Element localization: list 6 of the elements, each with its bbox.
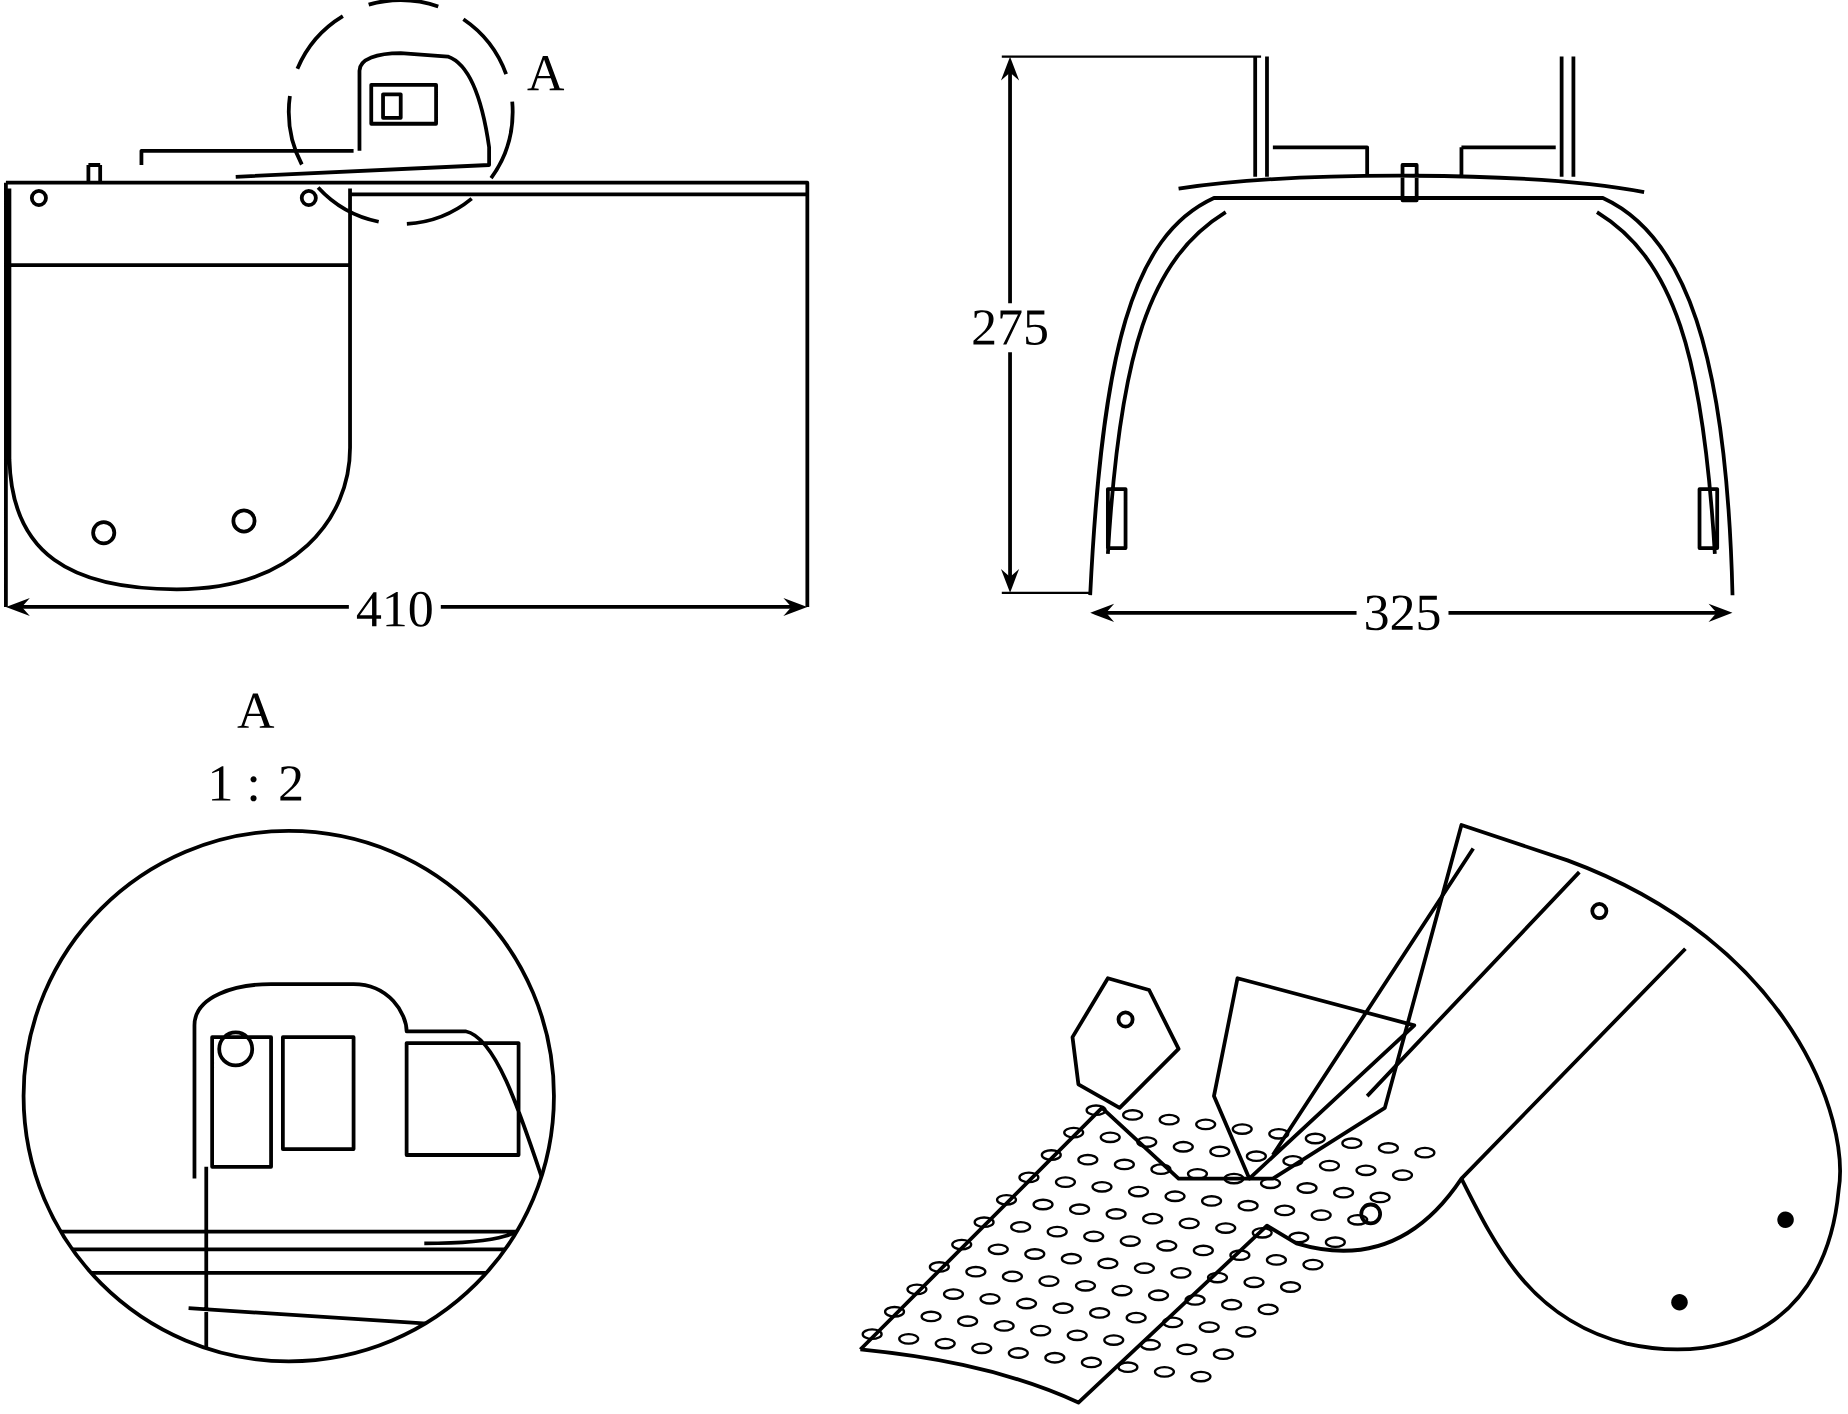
view-label: A xyxy=(229,686,282,735)
dimension-label: 325 xyxy=(1356,588,1449,638)
view-label: A xyxy=(519,48,572,98)
dimension-label: 410 xyxy=(348,584,441,634)
dimension-label: 275 xyxy=(964,303,1056,352)
scale-label: 1 : 2 xyxy=(200,759,312,809)
